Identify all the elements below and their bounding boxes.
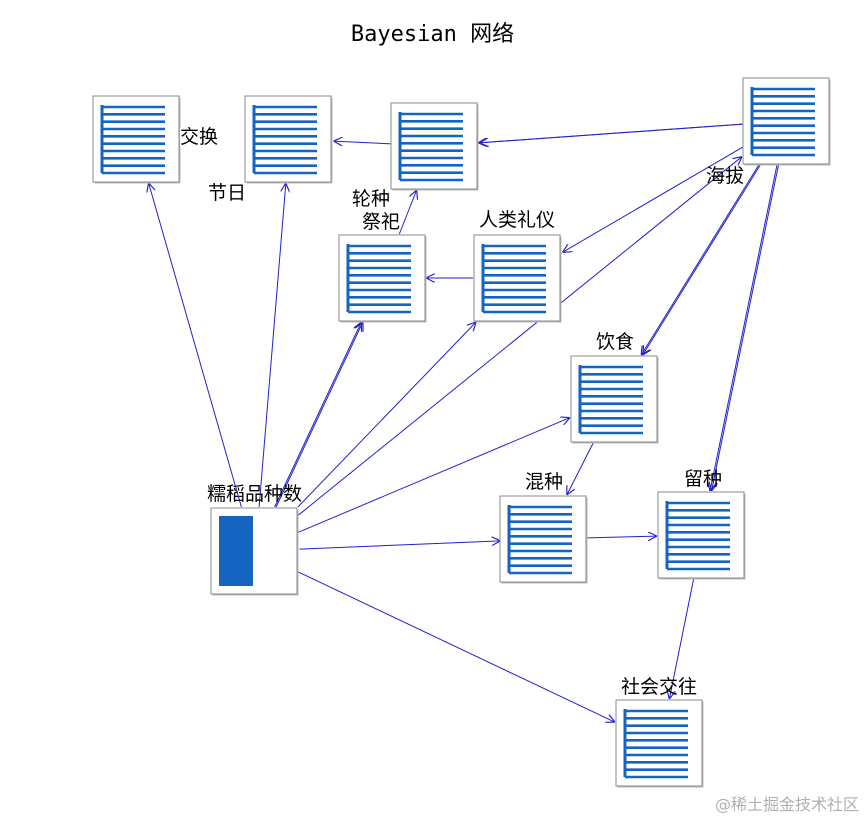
node-liuzhong bbox=[657, 491, 746, 580]
edge-nuodao-to-yinshi bbox=[297, 418, 570, 533]
node-jieri bbox=[244, 95, 333, 184]
edge-nuodao-to-jieri bbox=[258, 183, 286, 508]
edge-nuodao-to-haiba bbox=[297, 157, 742, 516]
watermark: @稀土掘金技术社区 bbox=[714, 795, 859, 814]
diagram-title: Bayesian 网络 bbox=[350, 22, 515, 47]
node-label-jieri: 节日 bbox=[208, 182, 247, 204]
node-haiba bbox=[742, 77, 831, 166]
edge-yinshi-to-hunzhong bbox=[567, 442, 594, 495]
edges bbox=[149, 123, 779, 722]
edge-liuzhong-to-shehui bbox=[669, 578, 695, 699]
edge-nuodao-to-jisi bbox=[274, 322, 362, 508]
node-label-renlei: 人类礼仪 bbox=[479, 209, 556, 231]
node-solid-bar bbox=[219, 516, 253, 586]
edge-haiba-to-liuzhong bbox=[710, 164, 778, 491]
nodes bbox=[92, 77, 831, 788]
node-label-shehui: 社会交往 bbox=[621, 676, 698, 698]
node-label-yinshi: 饮食 bbox=[596, 331, 635, 353]
node-label-haiba: 海拔 bbox=[706, 165, 745, 187]
node-nuodao bbox=[210, 507, 299, 596]
node-label-jisi: 祭祀 bbox=[362, 211, 401, 233]
edge-haiba-to-lunzhong bbox=[478, 123, 743, 143]
node-hunzhong bbox=[499, 495, 588, 584]
node-label-nuodao: 糯稻品种数 bbox=[207, 483, 303, 505]
edge-jisi-to-lunzhong bbox=[398, 190, 416, 235]
node-shehui bbox=[615, 699, 704, 788]
node-label-hunzhong: 混种 bbox=[525, 471, 564, 493]
edge-nuodao-to-jisi bbox=[275, 322, 363, 508]
edge-haiba-to-liuzhong bbox=[712, 164, 779, 491]
edge-nuodao-to-unlabeled bbox=[149, 183, 242, 508]
edge-haiba-to-renlei bbox=[563, 146, 744, 253]
edge-haiba-to-yinshi bbox=[643, 164, 761, 355]
edge-nuodao-to-shehui bbox=[297, 571, 615, 722]
node-unlabeled bbox=[92, 95, 181, 184]
edge-haiba-to-yinshi bbox=[641, 164, 760, 355]
edge-hunzhong-to-liuzhong bbox=[586, 536, 657, 538]
node-label-lunzhong: 轮种 bbox=[352, 188, 391, 210]
node-jisi bbox=[338, 234, 427, 323]
edge-nuodao-to-renlei bbox=[297, 322, 476, 508]
node-lunzhong bbox=[390, 102, 479, 191]
node-label-liuzhong: 留种 bbox=[684, 468, 723, 490]
node-label-jiaohuan: 交换 bbox=[180, 126, 219, 148]
node-renlei bbox=[473, 234, 562, 323]
node-yinshi bbox=[570, 355, 659, 444]
edge-lunzhong-to-jieri bbox=[334, 141, 392, 144]
edge-nuodao-to-hunzhong bbox=[299, 541, 501, 550]
